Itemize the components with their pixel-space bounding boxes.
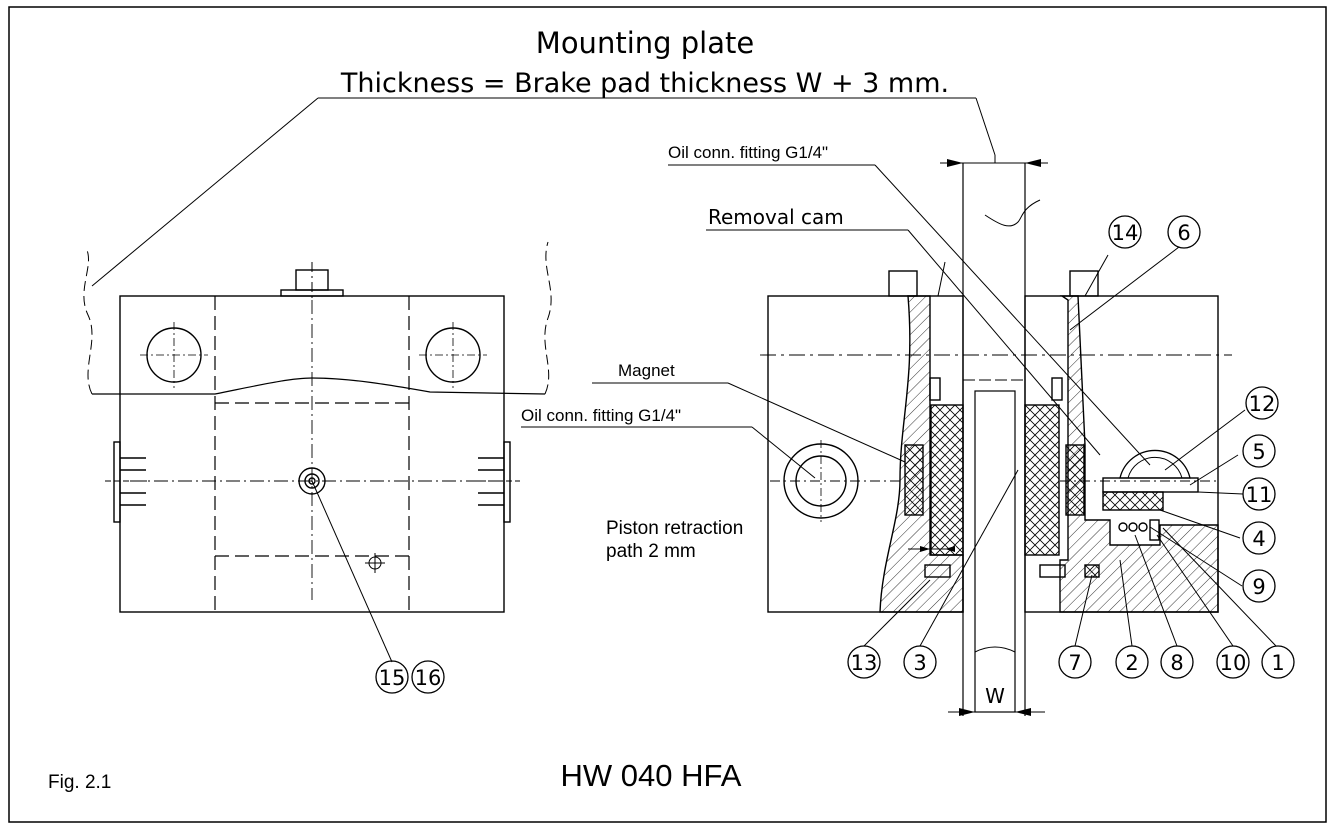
balloon-15 — [375, 660, 409, 694]
label-piston-retraction-1: Piston retraction — [606, 518, 743, 539]
front-view — [83, 241, 552, 663]
balloon-label-14: 14 — [1112, 221, 1139, 245]
balloon-label-4: 4 — [1252, 527, 1265, 551]
label-removal-cam: Removal cam — [708, 205, 844, 229]
balloon-label-16: 16 — [415, 666, 442, 690]
balloon-13 — [847, 645, 881, 679]
balloon-label-7: 7 — [1068, 651, 1081, 675]
balloon-3 — [903, 645, 937, 679]
balloon-1 — [1261, 645, 1295, 679]
drawing-border — [8, 6, 1327, 823]
label-piston-retraction-2: path 2 mm — [606, 541, 696, 562]
balloon-10 — [1216, 645, 1250, 679]
item-balloons — [375, 215, 1295, 694]
balloon-numbers: 14 6 12 5 11 4 9 13 3 7 2 8 10 1 15 16 — [379, 221, 1285, 690]
model-caption: HW 040 HFA — [561, 758, 742, 793]
balloon-label-1: 1 — [1271, 651, 1284, 675]
balloon-16 — [411, 660, 445, 694]
figure-caption: Fig. 2.1 — [48, 772, 111, 793]
balloon-5 — [1242, 434, 1276, 468]
balloon-9 — [1242, 569, 1276, 603]
leader-mounting-plate — [91, 97, 319, 287]
balloon-7 — [1058, 645, 1092, 679]
balloon-4 — [1242, 521, 1276, 555]
balloon-8 — [1160, 645, 1194, 679]
balloon-label-5: 5 — [1252, 440, 1265, 464]
balloon-12 — [1245, 386, 1279, 420]
balloon-label-15: 15 — [379, 666, 406, 690]
balloon-14 — [1108, 215, 1142, 249]
balloon-label-3: 3 — [913, 651, 926, 675]
balloon-6 — [1167, 215, 1201, 249]
balloon-label-8: 8 — [1170, 651, 1183, 675]
label-oil-fitting-left: Oil conn. fitting G1/4" — [521, 406, 681, 425]
balloon-2 — [1115, 645, 1149, 679]
label-dimension-w: W — [985, 684, 1005, 708]
title-sub: Thickness = Brake pad thickness W + 3 mm… — [340, 68, 949, 99]
balloon-label-9: 9 — [1252, 575, 1265, 599]
balloon-label-11: 11 — [1246, 483, 1273, 507]
balloon-11 — [1242, 477, 1276, 511]
balloon-label-10: 10 — [1220, 651, 1247, 675]
leader-lines — [521, 164, 1277, 647]
label-magnet: Magnet — [618, 361, 675, 380]
label-oil-fitting-top: Oil conn. fitting G1/4" — [668, 143, 828, 162]
section-view — [760, 155, 1232, 716]
title-main: Mounting plate — [536, 26, 754, 60]
balloon-label-2: 2 — [1125, 651, 1138, 675]
leader-mounting-plate-right — [975, 97, 996, 156]
balloon-label-13: 13 — [851, 651, 878, 675]
balloon-label-6: 6 — [1177, 221, 1190, 245]
balloon-label-12: 12 — [1249, 392, 1276, 416]
